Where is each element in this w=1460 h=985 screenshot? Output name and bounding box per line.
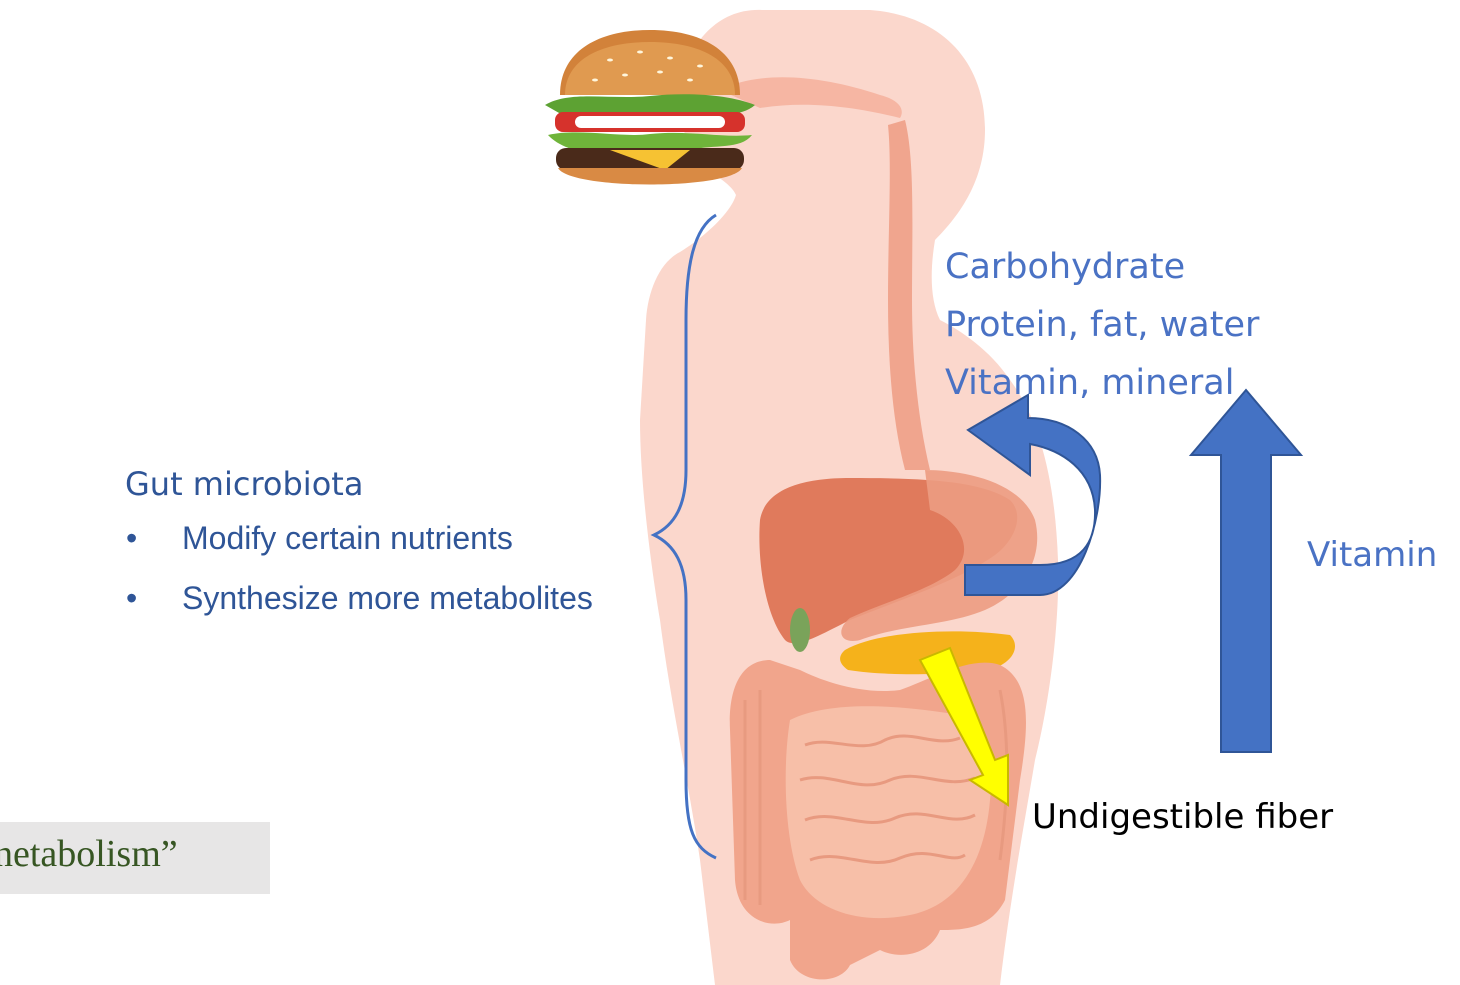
fiber-label: Undigestible fiber xyxy=(1032,797,1333,837)
nutrient-line: Vitamin, mineral xyxy=(945,354,1259,412)
gallbladder xyxy=(790,608,810,652)
bullet-item: •Synthesize more metabolites xyxy=(126,580,593,617)
microbiota-title: Gut microbiota xyxy=(125,465,363,503)
up-arrow-icon xyxy=(1191,390,1301,752)
bullet-text: Synthesize more metabolites xyxy=(182,580,593,616)
bullet-dot: • xyxy=(126,520,182,557)
bullet-dot: • xyxy=(126,580,182,617)
nutrient-line: Protein, fat, water xyxy=(945,296,1259,354)
absorbed-nutrients: Carbohydrate Protein, fat, water Vitamin… xyxy=(945,238,1259,412)
vitamin-label: Vitamin xyxy=(1307,535,1437,575)
bullet-text: Modify certain nutrients xyxy=(182,520,513,556)
metabolism-label: netabolism” xyxy=(0,832,178,876)
metabolism-box: netabolism” xyxy=(0,822,270,894)
bullet-item: •Modify certain nutrients xyxy=(126,520,513,557)
nutrient-line: Carbohydrate xyxy=(945,238,1259,296)
